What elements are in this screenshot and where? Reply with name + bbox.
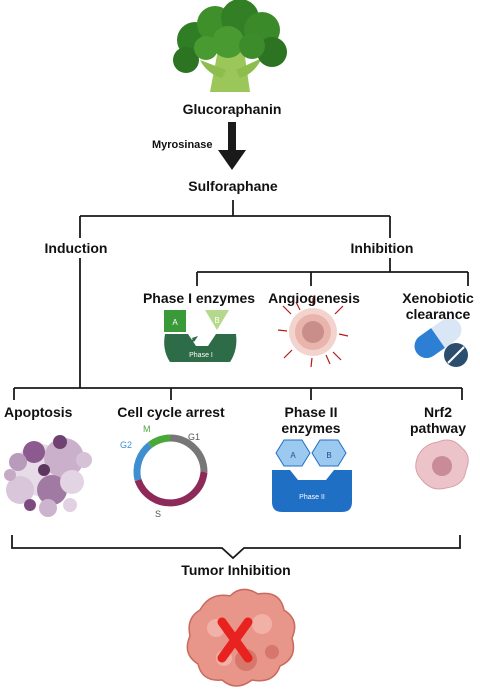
phase-ii-enzyme-icon — [272, 439, 352, 512]
phase-ii-enzyme-a: A — [290, 451, 296, 460]
xenobiotic-label-line2: clearance — [405, 306, 471, 322]
induction-label: Induction — [44, 240, 108, 256]
angiogenesis-icon — [277, 298, 349, 368]
phase-s-label: S — [155, 509, 162, 519]
phase-ii-enzymes-label-line2: enzymes — [281, 420, 341, 436]
glucoraphanin-label: Glucoraphanin — [182, 101, 282, 117]
x-mark-icon — [217, 617, 253, 663]
phase-ii-enzyme-b: B — [326, 451, 332, 460]
phase-g1-label: G1 — [188, 432, 201, 442]
broccoli-icon — [173, 0, 287, 92]
phase-ii-enzymes-label-line1: Phase II — [284, 404, 338, 420]
phase-i-enzyme-icon — [164, 310, 237, 362]
phase-i-enzymes-label: Phase I enzymes — [142, 290, 256, 306]
pill-icon — [414, 317, 468, 367]
phase-i-enzyme-b: B — [214, 316, 220, 325]
myrosinase-label: Myrosinase — [152, 139, 213, 151]
phase-m-label: M — [143, 424, 151, 434]
apoptotic-cells-icon — [4, 435, 92, 517]
phase-ii-enzyme-label: Phase II — [299, 494, 325, 501]
phase-i-enzyme-a: A — [172, 318, 178, 327]
inhibition-label: Inhibition — [350, 240, 414, 256]
nrf2-label-line2: pathway — [409, 420, 467, 436]
tumor-inhibition-label: Tumor Inhibition — [181, 562, 291, 578]
nrf2-label-line1: Nrf2 — [423, 404, 453, 420]
cell-cycle-arrest-label: Cell cycle arrest — [117, 404, 225, 420]
angiogenesis-label: Angiogenesis — [268, 290, 360, 306]
cell-icon — [415, 439, 469, 490]
apoptosis-label: Apoptosis — [4, 404, 73, 420]
sulforaphane-label: Sulforaphane — [188, 178, 278, 194]
cell-cycle-icon — [133, 434, 208, 507]
phase-i-enzyme-label: Phase I — [189, 352, 213, 359]
phase-g2-label: G2 — [120, 440, 133, 450]
xenobiotic-label-line1: Xenobiotic — [402, 290, 474, 306]
conversion-arrow — [218, 122, 246, 170]
